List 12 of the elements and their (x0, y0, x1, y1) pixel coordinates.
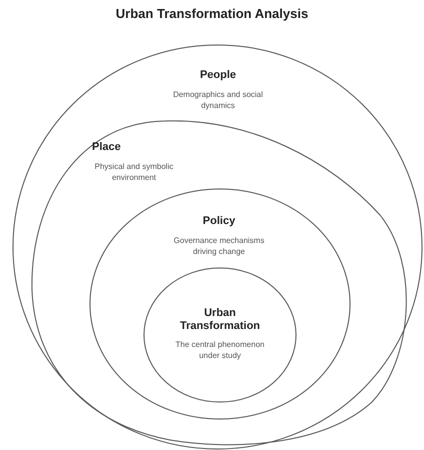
layer-title: Policy (202, 215, 236, 228)
layer-description: Physical and symbolic environment (94, 162, 174, 183)
diagram-title: Urban Transformation Analysis (114, 6, 310, 21)
layer-title: Place (92, 141, 121, 154)
layer-title: People (200, 69, 236, 82)
core-circle (143, 267, 297, 403)
layer-title: Urban Transformation (178, 307, 262, 334)
layer-region (89, 188, 351, 420)
layer-region (12, 44, 423, 450)
layer-description: The central phenomenon under study (174, 340, 266, 362)
layer-description: Demographics and social dynamics (172, 90, 264, 111)
layer-description: Governance mechanisms driving change (172, 236, 266, 257)
